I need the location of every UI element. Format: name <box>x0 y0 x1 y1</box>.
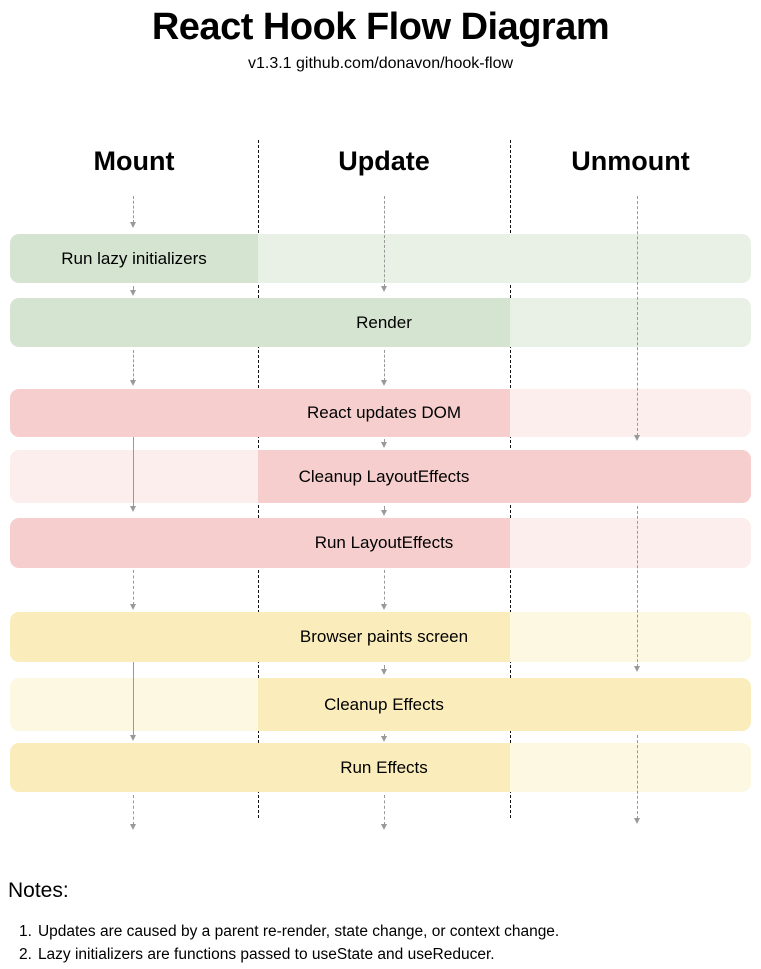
notes-list: 1. Updates are caused by a parent re-ren… <box>19 920 749 966</box>
flow-band-run-lazy-initializers: Run lazy initializers <box>10 234 751 283</box>
band-segment-update: Cleanup LayoutEffects <box>258 450 510 503</box>
flow-band-cleanup-effects: Cleanup Effects <box>10 678 751 731</box>
band-label: Run LayoutEffects <box>314 533 454 552</box>
band-label: Cleanup Effects <box>324 694 444 714</box>
band-segment-mount <box>10 518 258 568</box>
band-segment-unmount <box>510 612 751 662</box>
flow-band-run-effects: Run Effects <box>10 743 751 792</box>
column-header-mount: Mount <box>93 146 175 176</box>
band-segment-mount: Run lazy initializers <box>10 234 258 283</box>
band-segment-update: Run LayoutEffects <box>258 518 510 568</box>
flow-band-cleanup-layouteffects: Cleanup LayoutEffects <box>10 450 751 503</box>
band-segment-update: Cleanup Effects <box>258 678 510 731</box>
flow-band-render: Render <box>10 298 751 347</box>
flow-arrow-unmount <box>634 196 640 441</box>
band-segment-mount <box>10 450 258 503</box>
band-segment-unmount <box>510 389 751 437</box>
note-item: 1. Updates are caused by a parent re-ren… <box>19 920 749 943</box>
band-segment-unmount <box>510 518 751 568</box>
flow-arrow-mount <box>130 662 136 741</box>
flow-arrow-update <box>381 734 387 742</box>
band-label: React updates DOM <box>306 403 461 422</box>
flow-arrow-update <box>381 795 387 830</box>
flow-arrow-update <box>381 506 387 516</box>
column-header-update: Update <box>338 146 430 176</box>
band-segment-mount <box>10 678 258 731</box>
band-label: Run Effects <box>340 757 428 777</box>
flow-arrow-mount <box>130 437 136 512</box>
flow-arrow-unmount <box>634 735 640 824</box>
flow-arrow-mount <box>130 570 136 610</box>
flow-arrow-mount <box>130 196 136 228</box>
band-segment-mount <box>10 298 258 347</box>
note-number: 2. <box>19 946 32 963</box>
band-label: Render <box>356 312 412 332</box>
page-subtitle: v1.3.1 github.com/donavon/hook-flow <box>247 55 514 72</box>
flow-arrow-mount <box>130 350 136 386</box>
flow-arrow-update <box>381 196 387 292</box>
band-segment-update: Run Effects <box>258 743 510 792</box>
note-number: 1. <box>19 923 32 940</box>
column-header-unmount: Unmount <box>571 146 690 176</box>
note-text: Lazy initializers are functions passed t… <box>37 946 495 963</box>
band-segment-mount <box>10 389 258 437</box>
band-segment-unmount <box>510 298 751 347</box>
band-segment-unmount <box>510 743 751 792</box>
band-label: Cleanup LayoutEffects <box>298 466 470 486</box>
note-text: Updates are caused by a parent re-render… <box>37 923 560 940</box>
flow-arrow-update <box>381 439 387 448</box>
flow-arrow-update <box>381 665 387 675</box>
band-label: Run lazy initializers <box>61 248 207 268</box>
flow-band-react-updates-dom: React updates DOM <box>10 389 751 437</box>
flow-arrow-mount <box>130 795 136 830</box>
band-segment-unmount <box>510 678 751 731</box>
note-item: 2. Lazy initializers are functions passe… <box>19 943 749 966</box>
page-title: React Hook Flow Diagram <box>151 6 610 48</box>
flow-arrow-unmount <box>634 506 640 672</box>
band-segment-mount <box>10 743 258 792</box>
band-segment-mount <box>10 612 258 662</box>
band-segment-update: Render <box>258 298 510 347</box>
band-label: Browser paints screen <box>299 627 469 646</box>
notes-heading: Notes: <box>8 879 69 902</box>
flow-arrow-update <box>381 570 387 610</box>
band-segment-unmount <box>510 234 751 283</box>
flow-arrow-update <box>381 350 387 386</box>
band-segment-update: Browser paints screen <box>258 612 510 662</box>
flow-arrow-mount <box>130 286 136 296</box>
flow-band-run-layouteffects: Run LayoutEffects <box>10 518 751 568</box>
band-segment-unmount <box>510 450 751 503</box>
flow-band-browser-paints-screen: Browser paints screen <box>10 612 751 662</box>
band-segment-update: React updates DOM <box>258 389 510 437</box>
